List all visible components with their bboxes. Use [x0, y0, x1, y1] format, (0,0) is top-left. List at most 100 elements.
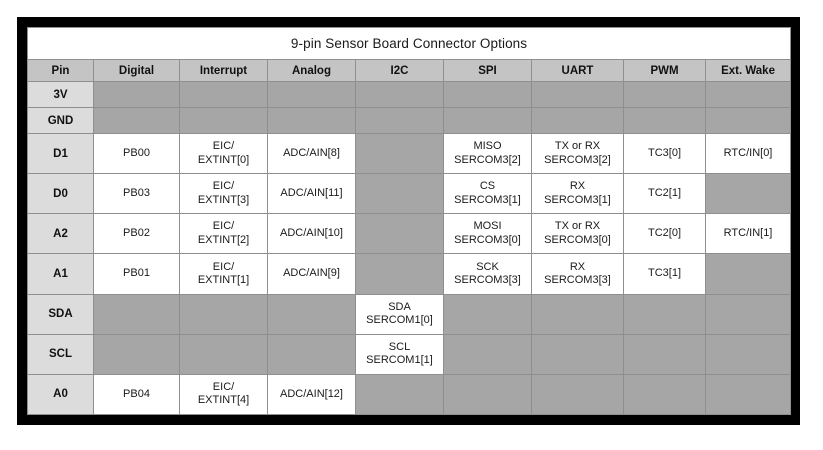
- cell-analog[interactable]: ADC/AIN[12]: [267, 373, 356, 416]
- cell-line: MOSI: [473, 220, 502, 233]
- cell-uart-empty: [531, 107, 624, 135]
- cell-digital-empty: [93, 80, 180, 109]
- cell-i2c-empty: [355, 133, 444, 175]
- column-header-pwm[interactable]: PWM: [623, 59, 706, 82]
- cell-analog[interactable]: ADC/AIN[8]: [267, 133, 356, 175]
- cell-digital-empty: [93, 293, 180, 335]
- cell-line: TX or RX: [554, 220, 601, 233]
- cell-interrupt-empty: [179, 107, 268, 135]
- cell-pwm[interactable]: TC3[1]: [623, 253, 706, 295]
- cell-line: PB01: [123, 267, 150, 280]
- cell-digital[interactable]: PB04: [93, 373, 180, 416]
- column-header-int[interactable]: Interrupt: [179, 59, 268, 82]
- cell-line: TC2[1]: [647, 187, 681, 200]
- column-header-pin[interactable]: Pin: [27, 59, 94, 82]
- cell-interrupt[interactable]: EIC/EXTINT[4]: [179, 373, 268, 416]
- pin-label-d0[interactable]: D0: [27, 173, 94, 215]
- cell-line: EXTINT[3]: [197, 193, 250, 206]
- cell-pwm-empty: [623, 80, 706, 109]
- cell-spi-empty: [443, 333, 532, 375]
- cell-ext_wake-empty: [704, 173, 792, 215]
- cell-interrupt[interactable]: EIC/EXTINT[2]: [179, 213, 268, 255]
- cell-line: RTC/IN[0]: [723, 146, 773, 159]
- cell-line: SERCOM3[2]: [454, 153, 521, 166]
- cell-line: CS: [479, 180, 496, 193]
- pin-label-3v[interactable]: 3V: [27, 80, 94, 109]
- cell-line: SDA: [388, 300, 411, 313]
- cell-i2c-empty: [355, 213, 444, 255]
- cell-line: EIC/: [212, 140, 235, 153]
- cell-digital[interactable]: PB03: [93, 173, 180, 215]
- cell-line: ADC/AIN[8]: [283, 146, 340, 159]
- pin-label-gnd[interactable]: GND: [27, 107, 94, 135]
- cell-pwm[interactable]: TC2[1]: [623, 173, 706, 215]
- cell-uart-empty: [531, 293, 624, 335]
- column-header-i2c[interactable]: I2C: [355, 59, 444, 82]
- cell-line: SERCOM3[2]: [544, 153, 611, 166]
- cell-line: ADC/AIN[11]: [280, 187, 343, 200]
- cell-line: MISO: [473, 140, 502, 153]
- cell-line: TX or RX: [554, 140, 601, 153]
- cell-line: EIC/: [212, 180, 235, 193]
- cell-ext_wake[interactable]: RTC/IN[1]: [704, 213, 792, 255]
- cell-digital[interactable]: PB01: [93, 253, 180, 295]
- cell-line: SERCOM3[0]: [454, 233, 521, 246]
- cell-digital[interactable]: PB02: [93, 213, 180, 255]
- column-header-dig[interactable]: Digital: [93, 59, 180, 82]
- cell-line: SCK: [476, 260, 499, 273]
- cell-digital[interactable]: PB00: [93, 133, 180, 175]
- cell-line: PB02: [123, 227, 150, 240]
- cell-analog[interactable]: ADC/AIN[11]: [267, 173, 356, 215]
- pin-label-d1[interactable]: D1: [27, 133, 94, 175]
- cell-line: EIC/: [212, 381, 235, 393]
- column-header-ext[interactable]: Ext. Wake: [704, 59, 792, 82]
- pin-label-sda[interactable]: SDA: [27, 293, 94, 335]
- cell-line: EXTINT[0]: [197, 153, 250, 166]
- pin-label-a2[interactable]: A2: [27, 213, 94, 255]
- pin-capability-table: 9-pin Sensor Board Connector Options Pin…: [26, 27, 792, 416]
- cell-line: TC3[0]: [647, 146, 681, 159]
- cell-interrupt[interactable]: EIC/EXTINT[1]: [179, 253, 268, 295]
- pin-label-a1[interactable]: A1: [27, 253, 94, 295]
- cell-interrupt[interactable]: EIC/EXTINT[0]: [179, 133, 268, 175]
- cell-analog[interactable]: ADC/AIN[10]: [267, 213, 356, 255]
- pin-label-a0[interactable]: A0: [27, 373, 94, 416]
- cell-pwm-empty: [623, 333, 706, 375]
- cell-ext_wake-empty: [704, 373, 792, 416]
- cell-analog-empty: [267, 80, 356, 109]
- cell-line: PB00: [123, 146, 150, 159]
- column-header-ana[interactable]: Analog: [267, 59, 356, 82]
- cell-ext_wake-empty: [704, 107, 792, 135]
- cell-pwm[interactable]: TC3[0]: [623, 133, 706, 175]
- cell-line: SERCOM1[0]: [366, 314, 433, 327]
- cell-analog[interactable]: ADC/AIN[9]: [267, 253, 356, 295]
- cell-line: SERCOM3[1]: [454, 193, 521, 206]
- cell-pwm-empty: [623, 373, 706, 416]
- cell-pwm[interactable]: TC2[0]: [623, 213, 706, 255]
- cell-line: SERCOM3[0]: [544, 233, 611, 246]
- cell-interrupt[interactable]: EIC/EXTINT[3]: [179, 173, 268, 215]
- cell-line: SERCOM3[3]: [544, 274, 611, 286]
- column-header-spi[interactable]: SPI: [443, 59, 532, 82]
- table-head: 9-pin Sensor Board Connector Options Pin…: [26, 27, 792, 82]
- cell-analog-empty: [267, 293, 356, 335]
- column-header-uart[interactable]: UART: [531, 59, 624, 82]
- pin-label-scl[interactable]: SCL: [27, 333, 94, 375]
- cell-ext_wake[interactable]: RTC/IN[0]: [704, 133, 792, 175]
